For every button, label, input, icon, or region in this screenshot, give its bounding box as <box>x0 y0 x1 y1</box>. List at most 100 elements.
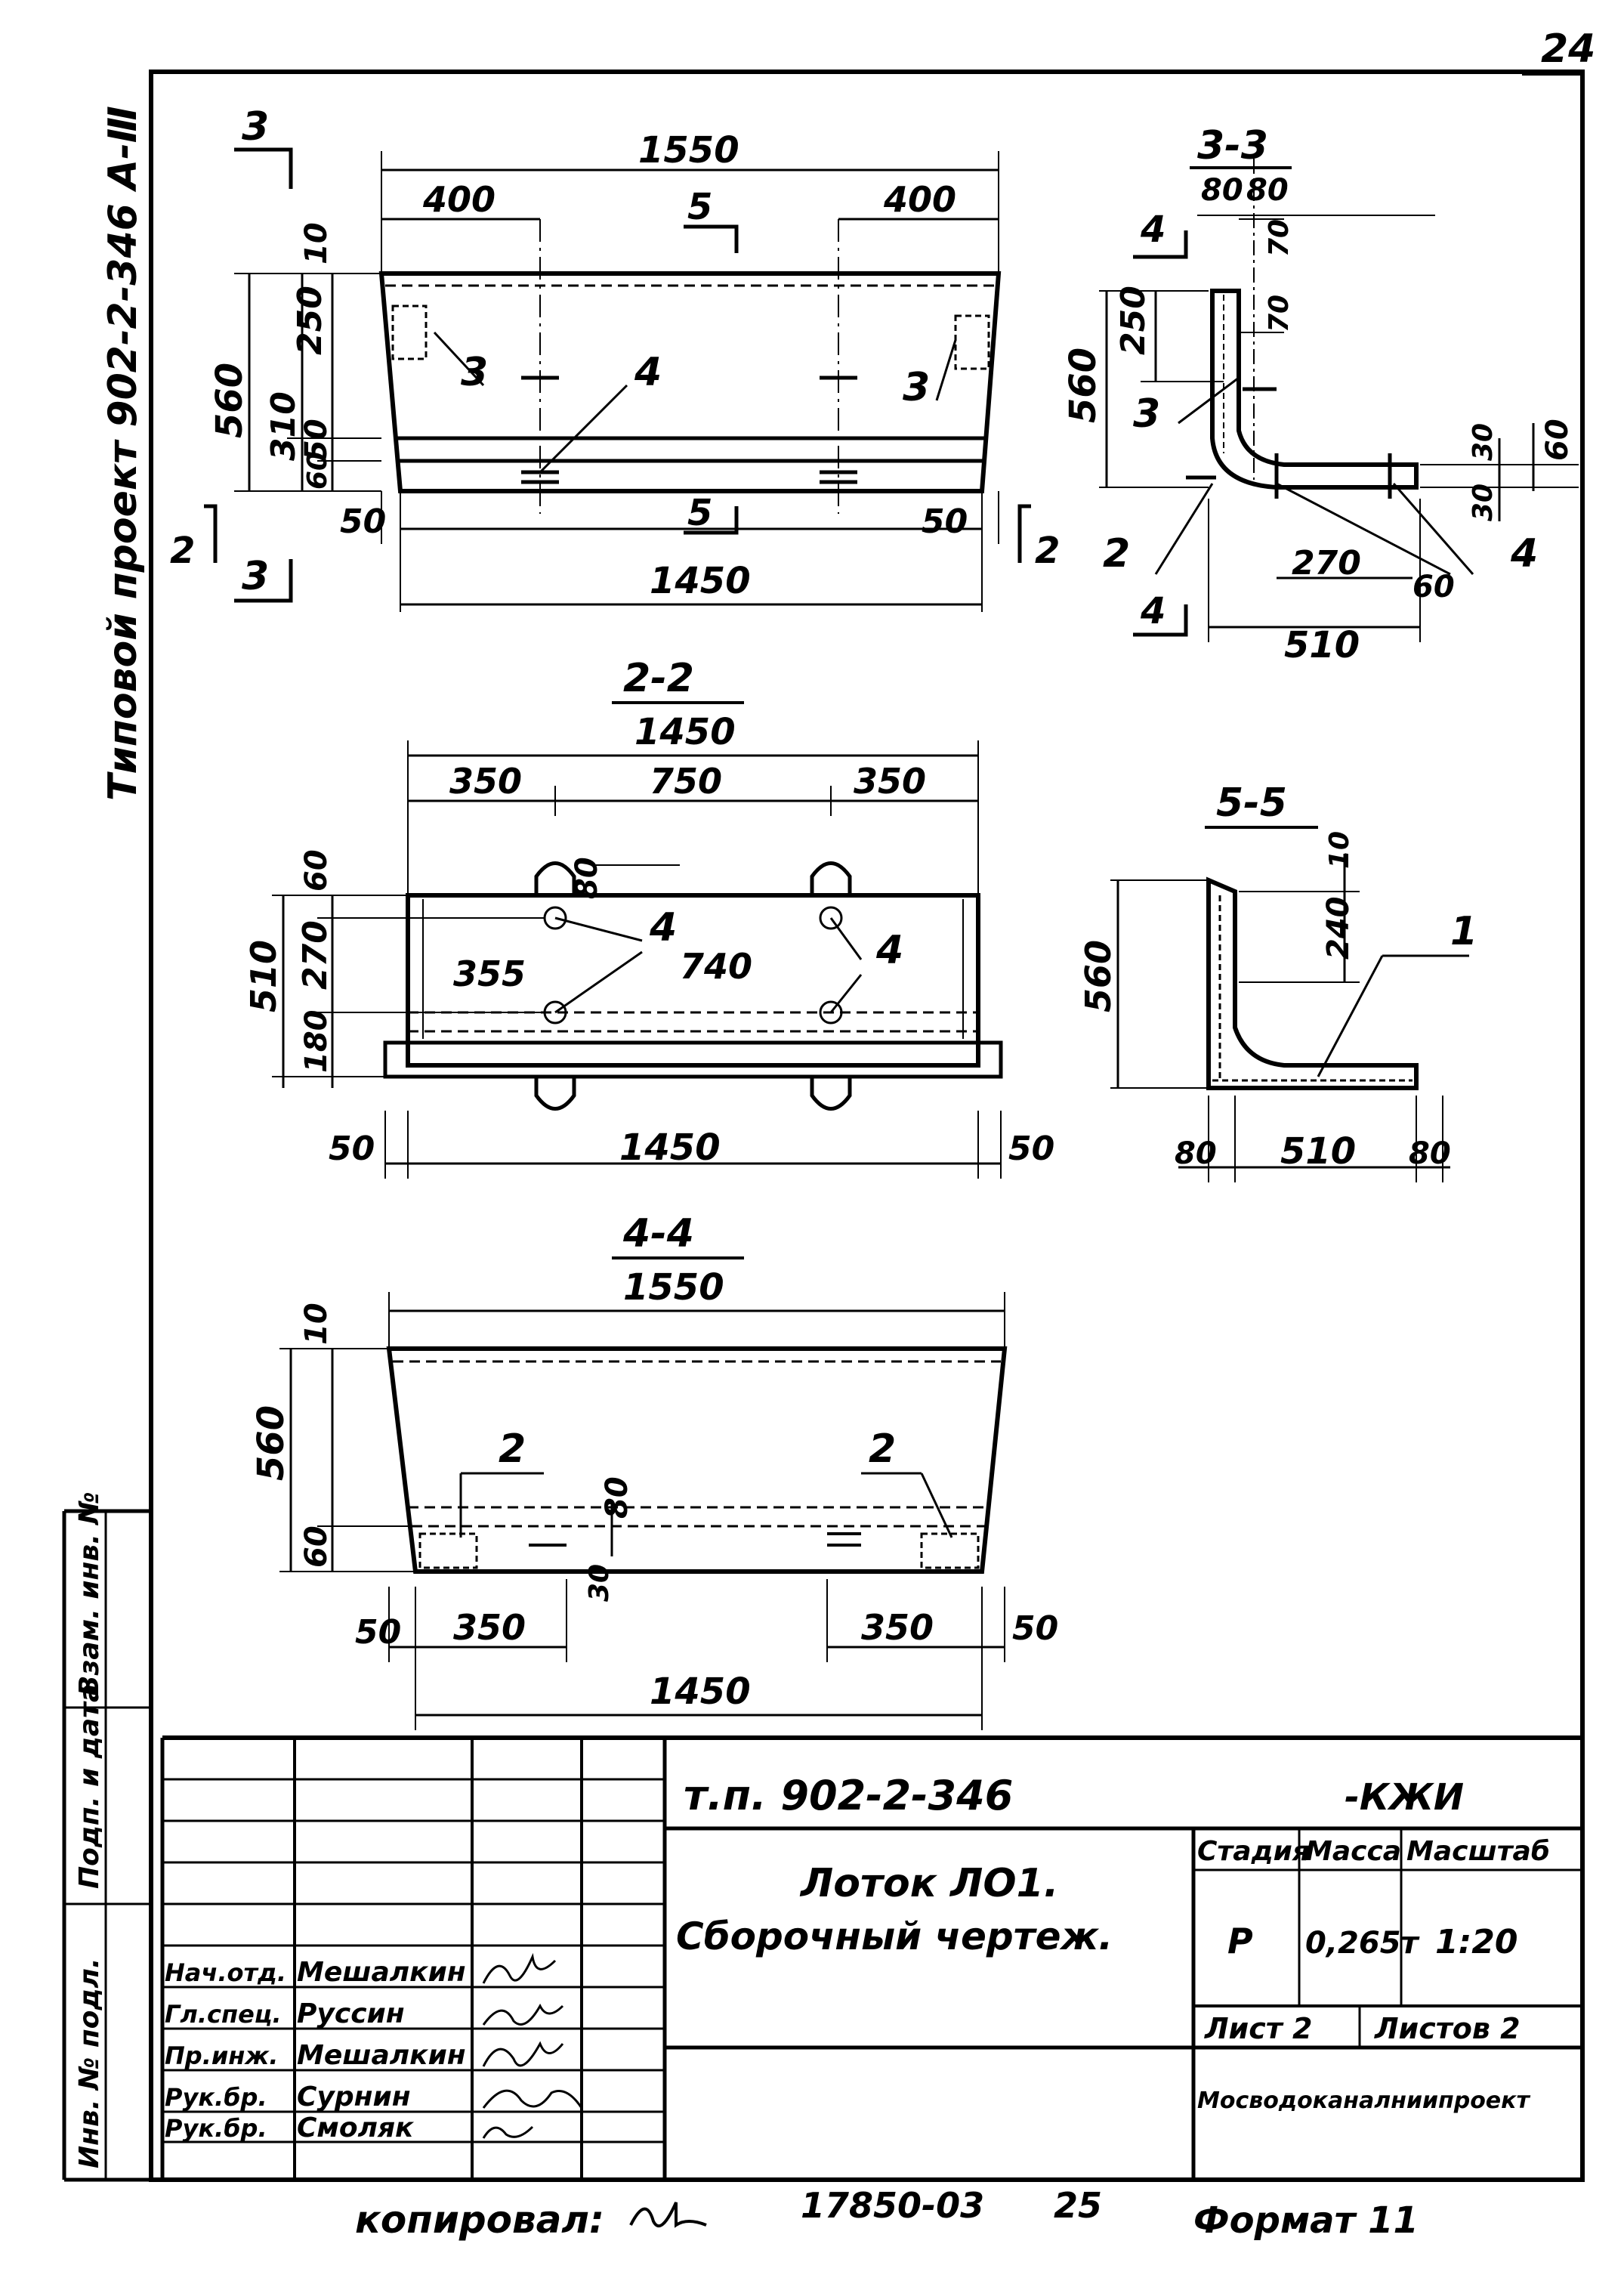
svg-text:50: 50 <box>299 419 334 461</box>
svg-text:510: 510 <box>1284 624 1360 666</box>
callout-3-right: 3 <box>903 365 930 410</box>
svg-text:250: 250 <box>1114 286 1153 355</box>
svg-text:50: 50 <box>329 1130 375 1168</box>
section-2-2-texts: 2-2 1450 350 750 350 60 80 510 270 180 3… <box>243 656 1054 1169</box>
svg-text:50: 50 <box>355 1613 401 1652</box>
svg-text:Лист 2: Лист 2 <box>1204 2012 1312 2045</box>
section-4-4-outline <box>386 1346 1008 1574</box>
svg-text:740: 740 <box>680 946 752 987</box>
section-3-3-outline <box>1210 289 1419 490</box>
svg-text:Рук.бр.: Рук.бр. <box>165 2114 267 2143</box>
svg-text:1450: 1450 <box>634 711 736 753</box>
svg-text:560: 560 <box>208 363 251 438</box>
svg-text:2: 2 <box>869 1426 896 1472</box>
svg-text:0,265т: 0,265т <box>1305 1926 1421 1961</box>
svg-text:1450: 1450 <box>650 560 751 602</box>
drawing-title-2: Сборочный чертеж. <box>676 1915 1113 1958</box>
svg-text:30: 30 <box>584 1564 615 1602</box>
svg-text:3: 3 <box>1133 391 1160 437</box>
side-cell-2: Подп. и дата <box>74 1684 105 1889</box>
svg-text:1550: 1550 <box>638 129 739 172</box>
svg-text:80: 80 <box>600 1476 634 1519</box>
svg-text:Р: Р <box>1227 1921 1253 1961</box>
svg-text:80: 80 <box>1175 1136 1217 1171</box>
footer-number: 17850-03 <box>801 2185 984 2226</box>
svg-text:4: 4 <box>1140 590 1166 632</box>
svg-text:50: 50 <box>1008 1130 1054 1168</box>
callout-4: 4 <box>634 350 662 395</box>
svg-text:60: 60 <box>299 1525 334 1568</box>
svg-text:4: 4 <box>1510 531 1538 576</box>
svg-text:4: 4 <box>875 928 903 973</box>
svg-text:2: 2 <box>170 530 195 572</box>
svg-text:70: 70 <box>1264 295 1295 332</box>
footer-copied: копировал: <box>355 2198 604 2242</box>
callout-3-left: 3 <box>461 350 488 395</box>
svg-text:400: 400 <box>422 179 496 220</box>
svg-text:Рук.бр.: Рук.бр. <box>165 2083 267 2112</box>
signatures <box>482 1952 583 2139</box>
svg-text:1: 1 <box>1450 909 1477 954</box>
svg-text:Пр.инж.: Пр.инж. <box>165 2041 278 2070</box>
svg-text:60: 60 <box>1413 570 1455 604</box>
svg-text:1550: 1550 <box>623 1266 724 1309</box>
svg-text:510: 510 <box>243 940 284 1012</box>
svg-text:3: 3 <box>242 104 269 150</box>
page-number: 24 <box>1541 26 1595 72</box>
sheet-frame <box>149 70 1585 2182</box>
svg-text:2: 2 <box>1103 531 1130 576</box>
svg-text:510: 510 <box>1280 1130 1356 1173</box>
svg-text:10: 10 <box>1324 831 1355 869</box>
side-cell-1: Взам. инв. № <box>74 1491 105 1696</box>
svg-text:240: 240 <box>1321 897 1356 960</box>
svg-text:270: 270 <box>1292 544 1361 583</box>
section-5-5 <box>1110 854 1469 1182</box>
section-5-5-title: 5-5 <box>1216 780 1287 826</box>
section-5-5-texts: 5-5 10 240 560 80 510 80 1 <box>1078 780 1477 1173</box>
svg-text:50: 50 <box>1012 1609 1058 1648</box>
svg-text:Стадия: Стадия <box>1197 1836 1310 1867</box>
svg-text:Смоляк: Смоляк <box>297 2112 415 2143</box>
organization: Мосводоканалниипроект <box>1197 2088 1531 2114</box>
footer: копировал: 17850-03 25 Формат 11 <box>355 2185 1419 2242</box>
side-title: Типовой проект 902-2-346 А-Ⅲ <box>100 106 146 801</box>
svg-text:560: 560 <box>250 1405 292 1481</box>
svg-text:350: 350 <box>449 761 522 802</box>
svg-text:355: 355 <box>453 953 526 994</box>
svg-text:80: 80 <box>1246 173 1289 208</box>
section-5-5-outline <box>1206 876 1419 1090</box>
svg-text:4: 4 <box>649 905 677 950</box>
svg-text:Масса: Масса <box>1305 1836 1401 1867</box>
plan-dimension-texts: 1550 400 400 1450 50 50 10 250 560 310 5… <box>170 104 1060 602</box>
section-4-4-title: 4-4 <box>622 1211 694 1256</box>
svg-text:50: 50 <box>922 502 968 541</box>
svg-text:3: 3 <box>242 554 269 599</box>
svg-text:350: 350 <box>861 1607 934 1648</box>
svg-text:310: 310 <box>264 391 303 461</box>
svg-text:Руссин: Руссин <box>297 1998 405 2029</box>
svg-text:5: 5 <box>687 492 712 534</box>
svg-text:70: 70 <box>1264 219 1295 257</box>
svg-text:Гл.спец.: Гл.спец. <box>165 2000 282 2029</box>
section-3-3-title: 3-3 <box>1197 123 1268 168</box>
svg-text:1450: 1450 <box>650 1671 751 1713</box>
svg-text:60: 60 <box>1540 419 1575 461</box>
doc-code: -КЖИ <box>1345 1776 1464 1819</box>
svg-text:30: 30 <box>1468 484 1499 521</box>
svg-text:350: 350 <box>453 1607 526 1648</box>
footer-format: Формат 11 <box>1193 2199 1419 2242</box>
svg-text:Мешалкин: Мешалкин <box>297 2040 466 2071</box>
section-3-3-texts: 3-3 80 80 70 70 250 560 30 60 30 270 60 … <box>1062 123 1575 666</box>
svg-text:2: 2 <box>1035 530 1060 572</box>
svg-text:4: 4 <box>1140 209 1166 251</box>
svg-text:80: 80 <box>570 857 604 899</box>
svg-text:350: 350 <box>854 761 926 802</box>
svg-text:Мешалкин: Мешалкин <box>297 1957 466 1988</box>
svg-text:250: 250 <box>291 286 329 355</box>
svg-text:50: 50 <box>340 502 386 541</box>
svg-text:1:20: 1:20 <box>1435 1923 1517 1961</box>
svg-text:Масштаб: Масштаб <box>1406 1836 1550 1867</box>
plan-view <box>204 147 1031 612</box>
svg-text:Сурнин: Сурнин <box>297 2082 411 2112</box>
title-block <box>62 1509 1582 2182</box>
